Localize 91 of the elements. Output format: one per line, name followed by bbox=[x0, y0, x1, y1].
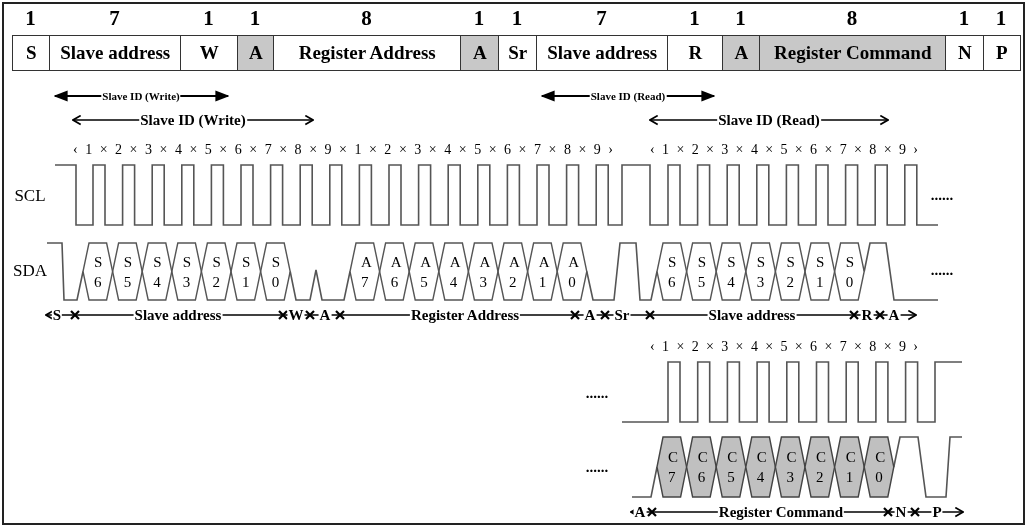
segment-label: W bbox=[287, 307, 305, 323]
bit-count: 1 bbox=[995, 5, 1007, 31]
bit-count: 1 bbox=[249, 5, 261, 31]
frame-field bbox=[498, 35, 538, 71]
field-name: N bbox=[957, 42, 972, 64]
bit-count: 8 bbox=[361, 5, 372, 31]
bit-label: C 0 bbox=[875, 447, 883, 487]
segment-label: Slave address bbox=[707, 307, 797, 323]
shaded-frame-field bbox=[759, 35, 947, 71]
bit-label: S 6 bbox=[94, 252, 102, 292]
bit-count: 1 bbox=[25, 5, 36, 31]
bit-count: 7 bbox=[109, 5, 120, 31]
bit-count: 1 bbox=[689, 5, 700, 31]
bit-label: C 5 bbox=[727, 447, 735, 487]
frame-field bbox=[180, 35, 239, 71]
segment-label: A bbox=[318, 307, 332, 323]
segment-label: Sr bbox=[613, 307, 631, 323]
field-name: R bbox=[688, 42, 703, 64]
bit-label: S 5 bbox=[697, 252, 706, 292]
bit-label: S 1 bbox=[816, 252, 824, 292]
bit-count: 1 bbox=[203, 5, 214, 31]
segment-label: A bbox=[887, 307, 901, 323]
segment-label: A bbox=[583, 307, 597, 323]
shaded-frame-field bbox=[722, 35, 761, 71]
bit-label: S 5 bbox=[123, 252, 132, 292]
bit-label: S 0 bbox=[845, 252, 854, 292]
bit-count: 1 bbox=[958, 5, 970, 31]
dimension-label: Slave ID (Write) bbox=[101, 90, 181, 102]
bit-label: S 4 bbox=[153, 252, 161, 292]
dimension-label: Slave ID (Read) bbox=[589, 90, 667, 102]
frame-field bbox=[12, 35, 51, 71]
segment-label: S bbox=[51, 307, 63, 323]
segment-label: Register Command bbox=[717, 504, 845, 520]
bit-label: S 0 bbox=[271, 252, 280, 292]
segment-label: R bbox=[860, 307, 874, 323]
signal-name: SCL bbox=[14, 186, 46, 204]
shaded-frame-field bbox=[237, 35, 275, 71]
frame-field bbox=[536, 35, 669, 71]
field-name: Register Address bbox=[298, 42, 436, 64]
bit-count: 1 bbox=[735, 5, 746, 31]
bit-label: C 6 bbox=[697, 447, 706, 487]
field-name: Sr bbox=[508, 42, 528, 64]
field-name: Register Command bbox=[774, 42, 932, 64]
field-name: P bbox=[995, 42, 1008, 64]
frame-field bbox=[945, 35, 985, 71]
ellipsis: ...... bbox=[930, 262, 954, 278]
clock-count-label: ‹ 1 × 2 × 3 × 4 × 5 × 6 × 7 × 8 × 9 × 1 × 2 × 3 × 4 × 5 × 6 × 7 × 8 × 9 › bbox=[73, 143, 613, 157]
frame-field bbox=[667, 35, 724, 71]
segment-label: P bbox=[931, 504, 943, 520]
frame-field bbox=[273, 35, 462, 71]
bit-label: C 4 bbox=[756, 447, 765, 487]
bit-label: S 3 bbox=[756, 252, 765, 292]
bit-label: A 1 bbox=[538, 252, 547, 292]
ellipsis: ...... bbox=[585, 459, 609, 475]
bit-count: 7 bbox=[596, 5, 607, 31]
segment-label: A bbox=[633, 504, 647, 520]
bit-count: 1 bbox=[511, 5, 523, 31]
bit-label: S 3 bbox=[182, 252, 191, 292]
bit-label: C 2 bbox=[816, 447, 824, 487]
ellipsis: ...... bbox=[585, 385, 609, 401]
bit-label: S 2 bbox=[786, 252, 794, 292]
field-name: W bbox=[199, 42, 219, 64]
clock-count-label: ‹ 1 × 2 × 3 × 4 × 5 × 6 × 7 × 8 × 9 › bbox=[650, 340, 918, 354]
field-name: S bbox=[25, 42, 37, 64]
bit-label: S 1 bbox=[242, 252, 250, 292]
bit-label: C 3 bbox=[786, 447, 794, 487]
shaded-frame-field bbox=[460, 35, 500, 71]
frame-field bbox=[49, 35, 182, 71]
bit-label: S 2 bbox=[212, 252, 220, 292]
segment-label: N bbox=[894, 504, 908, 520]
bit-label: S 4 bbox=[727, 252, 735, 292]
bit-label: C 1 bbox=[845, 447, 854, 487]
field-name: A bbox=[472, 42, 487, 64]
field-name: Slave address bbox=[60, 42, 171, 64]
field-name: A bbox=[734, 42, 749, 64]
signal-name: SDA bbox=[13, 261, 47, 279]
bit-label: A 6 bbox=[390, 252, 399, 292]
clock-count-label: ‹ 1 × 2 × 3 × 4 × 5 × 6 × 7 × 8 × 9 › bbox=[650, 143, 918, 157]
bit-label: C 7 bbox=[668, 447, 676, 487]
bit-label: A 4 bbox=[449, 252, 458, 292]
field-name: Slave address bbox=[547, 42, 658, 64]
segment-label: Register Address bbox=[409, 307, 521, 323]
ellipsis: ...... bbox=[930, 187, 954, 203]
bit-label: S 6 bbox=[668, 252, 676, 292]
dimension-label: Slave ID (Read) bbox=[717, 112, 821, 128]
segment-label: Slave address bbox=[133, 307, 223, 323]
bit-count: 1 bbox=[473, 5, 485, 31]
dimension-label: Slave ID (Write) bbox=[139, 112, 247, 128]
frame-field bbox=[983, 35, 1021, 71]
field-name: A bbox=[248, 42, 263, 64]
bit-count: 8 bbox=[846, 5, 858, 31]
